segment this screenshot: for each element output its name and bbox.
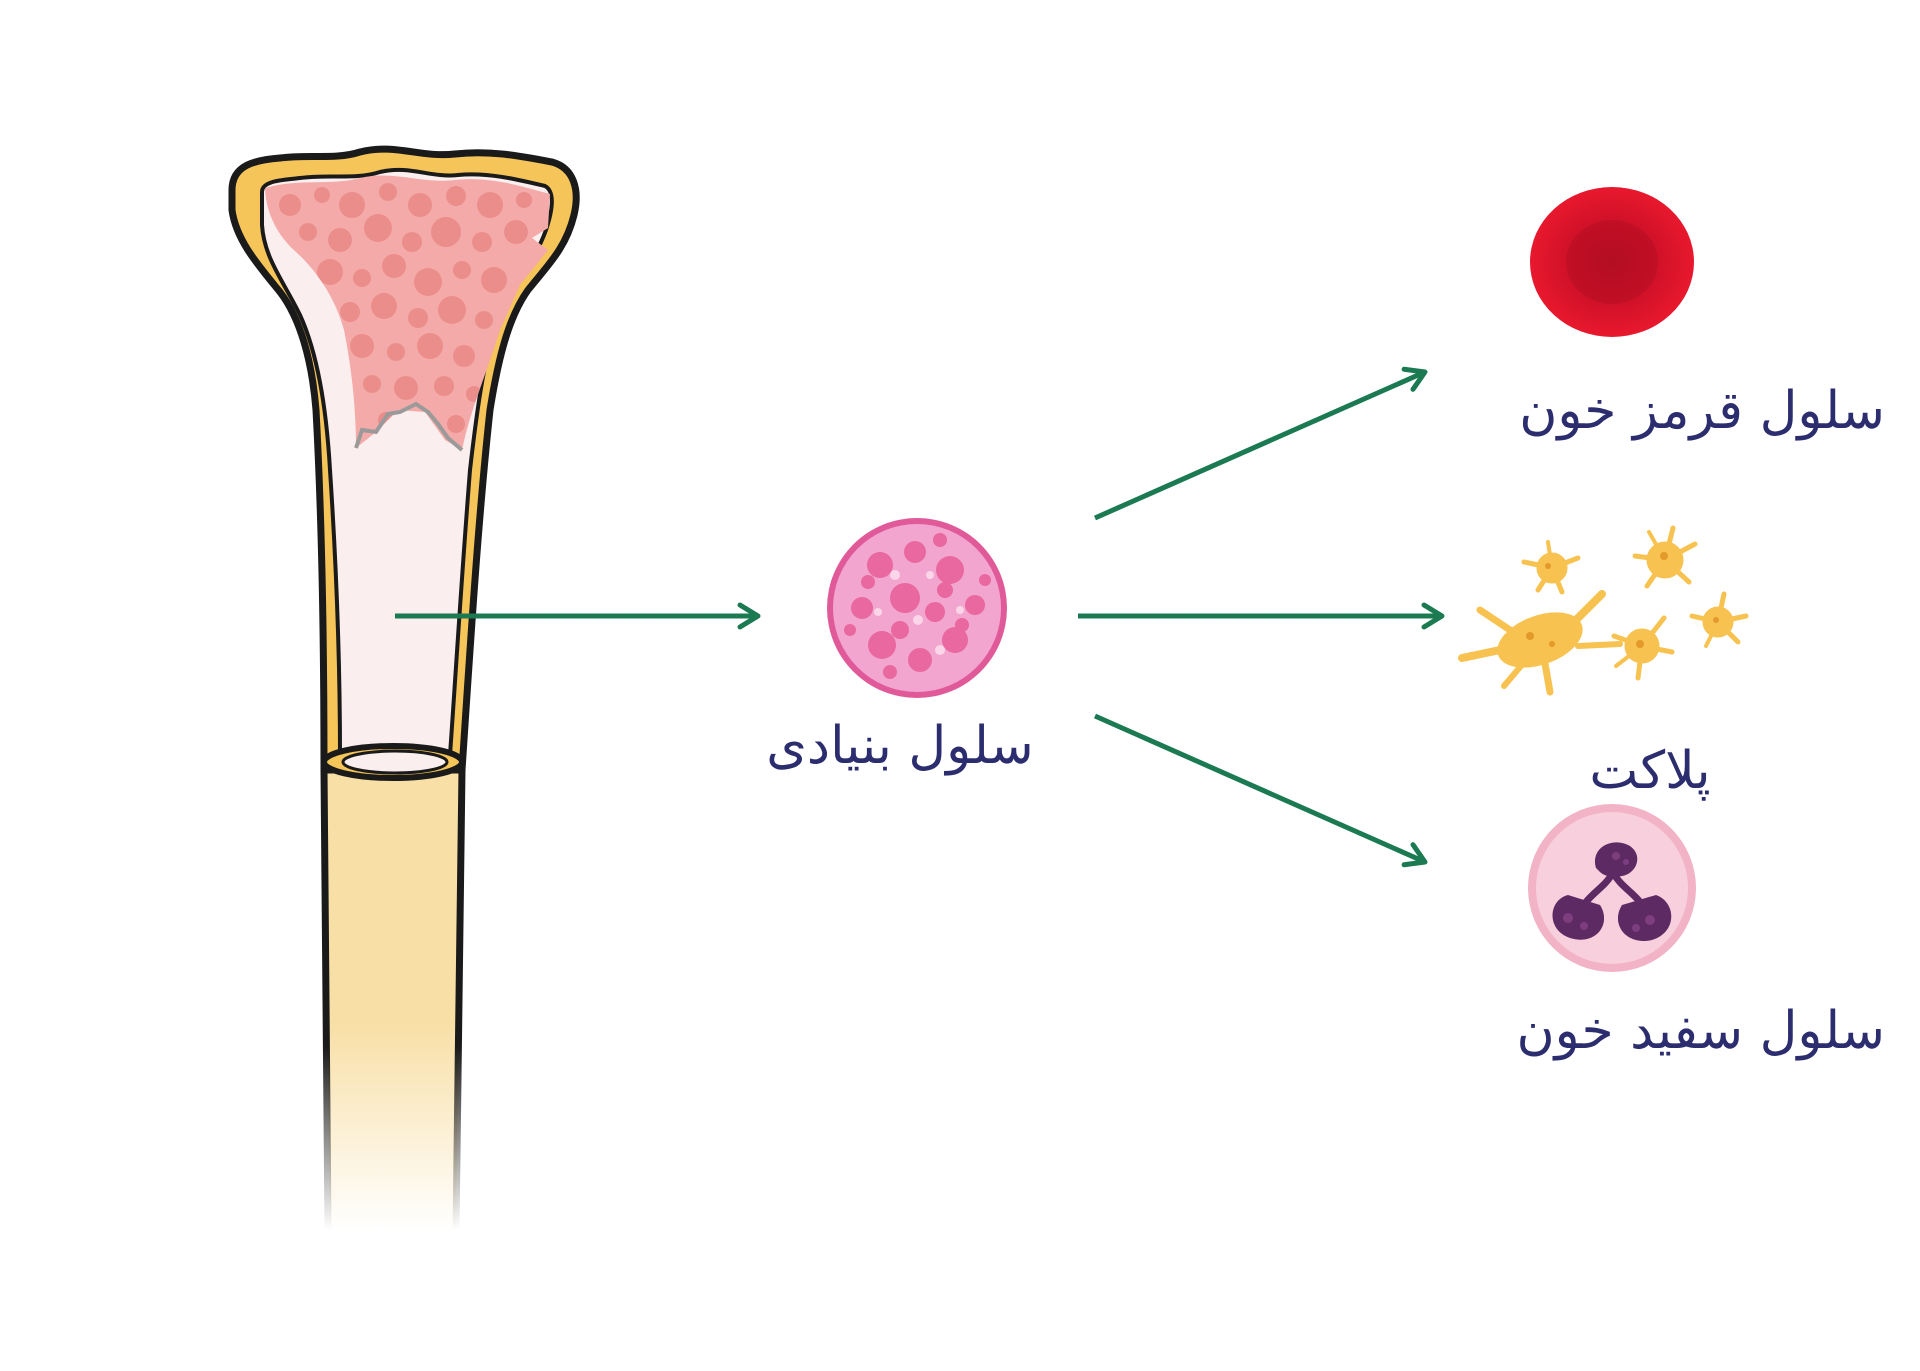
platelet-label: پلاکت: [1589, 741, 1711, 801]
arrow-icon: [1093, 366, 1428, 521]
bone-shaft-outline-right: [452, 769, 466, 1231]
arrow-icon: [1093, 713, 1428, 868]
white-blood-cell-icon: [1528, 804, 1696, 972]
spongy-bone-edge: [354, 401, 464, 452]
bone-cross-section-inner: [341, 749, 449, 775]
bone-shaft: [324, 770, 462, 1230]
arrows: [395, 366, 1445, 868]
white-blood-cell-label: سلول سفید خون: [1516, 1001, 1885, 1061]
platelet-icon: [1458, 525, 1749, 696]
bone-shaft-outline-left: [320, 769, 332, 1231]
bone-icon: [228, 145, 580, 1231]
stem-cell-label: سلول بنیادی: [766, 716, 1034, 776]
stem-cell-icon: [827, 518, 1007, 698]
red-blood-cell-icon: [1530, 187, 1694, 337]
red-blood-cell-label: سلول قرمز خون: [1519, 381, 1885, 441]
